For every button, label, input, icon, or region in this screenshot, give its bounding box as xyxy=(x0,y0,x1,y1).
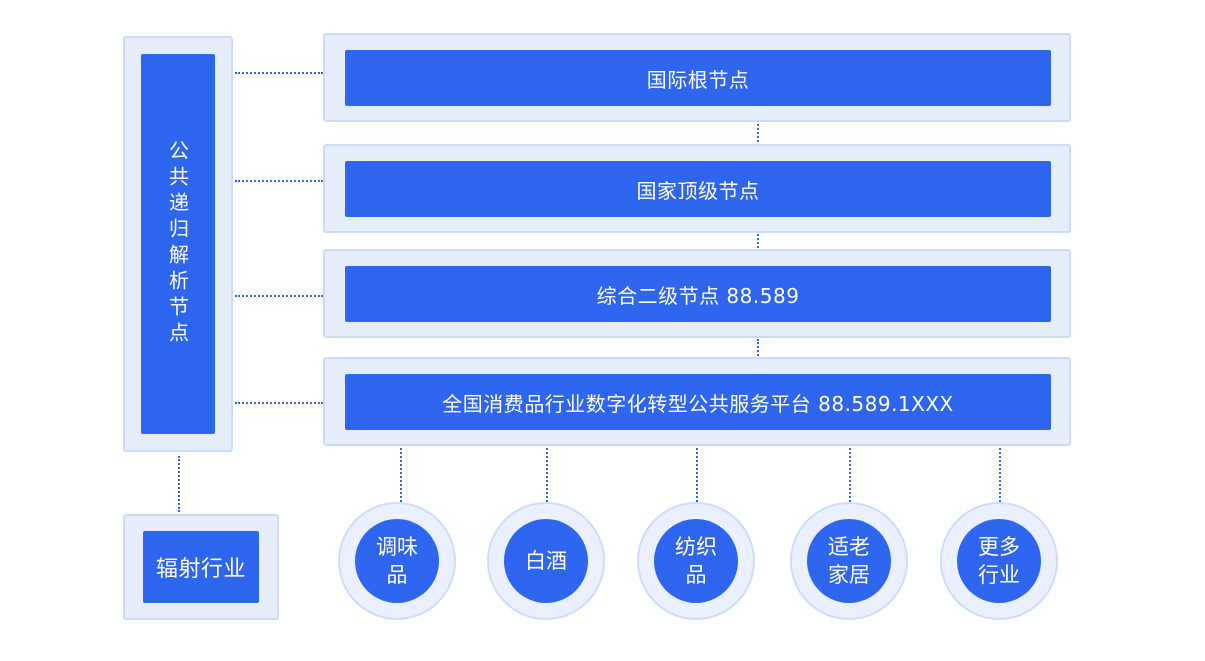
connector-platform-to-industry-5 xyxy=(999,448,1001,502)
industry-box-label: 辐射行业 xyxy=(143,531,259,603)
industry-label-elderly-home: 适老家居 xyxy=(807,519,891,603)
level-frame-international-root: 国际根节点 xyxy=(323,33,1071,122)
level-bar-national-top: 国家顶级节点 xyxy=(345,161,1051,217)
connector-platform-to-industry-3 xyxy=(696,448,698,502)
industry-label-textiles: 纺织品 xyxy=(654,519,738,603)
connector-platform-to-industry-2 xyxy=(546,448,548,502)
industry-label-more: 更多行业 xyxy=(957,519,1041,603)
industry-box-frame: 辐射行业 xyxy=(123,514,279,620)
recursive-node-frame: 公共递归解析节点 xyxy=(123,36,233,452)
industry-label-baijiu: 白酒 xyxy=(504,519,588,603)
connector-platform-to-industry-1 xyxy=(400,448,402,502)
connector-left-panel-to-industry xyxy=(178,456,180,512)
industry-circle-more: 更多行业 xyxy=(940,502,1058,620)
industry-circle-elderly-home: 适老家居 xyxy=(790,502,908,620)
level-frame-secondary: 综合二级节点 88.589 xyxy=(323,249,1071,338)
connector-panel-to-level-2 xyxy=(235,180,323,182)
connector-level-3-to-4 xyxy=(757,339,759,356)
industry-circle-baijiu: 白酒 xyxy=(487,502,605,620)
connector-level-2-to-3 xyxy=(757,234,759,248)
connector-panel-to-level-1 xyxy=(235,72,323,74)
connector-panel-to-level-3 xyxy=(235,295,323,297)
connector-level-1-to-2 xyxy=(757,124,759,142)
level-frame-national-top: 国家顶级节点 xyxy=(323,144,1071,233)
recursive-node-label: 公共递归解析节点 xyxy=(141,54,215,434)
level-frame-platform: 全国消费品行业数字化转型公共服务平台 88.589.1XXX xyxy=(323,357,1071,446)
connector-panel-to-level-4 xyxy=(235,402,323,404)
level-bar-international-root: 国际根节点 xyxy=(345,50,1051,106)
industry-circle-condiments: 调味品 xyxy=(338,502,456,620)
industry-circle-textiles: 纺织品 xyxy=(637,502,755,620)
industry-label-condiments: 调味品 xyxy=(355,519,439,603)
level-bar-platform: 全国消费品行业数字化转型公共服务平台 88.589.1XXX xyxy=(345,374,1051,430)
level-bar-secondary: 综合二级节点 88.589 xyxy=(345,266,1051,322)
connector-platform-to-industry-4 xyxy=(849,448,851,502)
